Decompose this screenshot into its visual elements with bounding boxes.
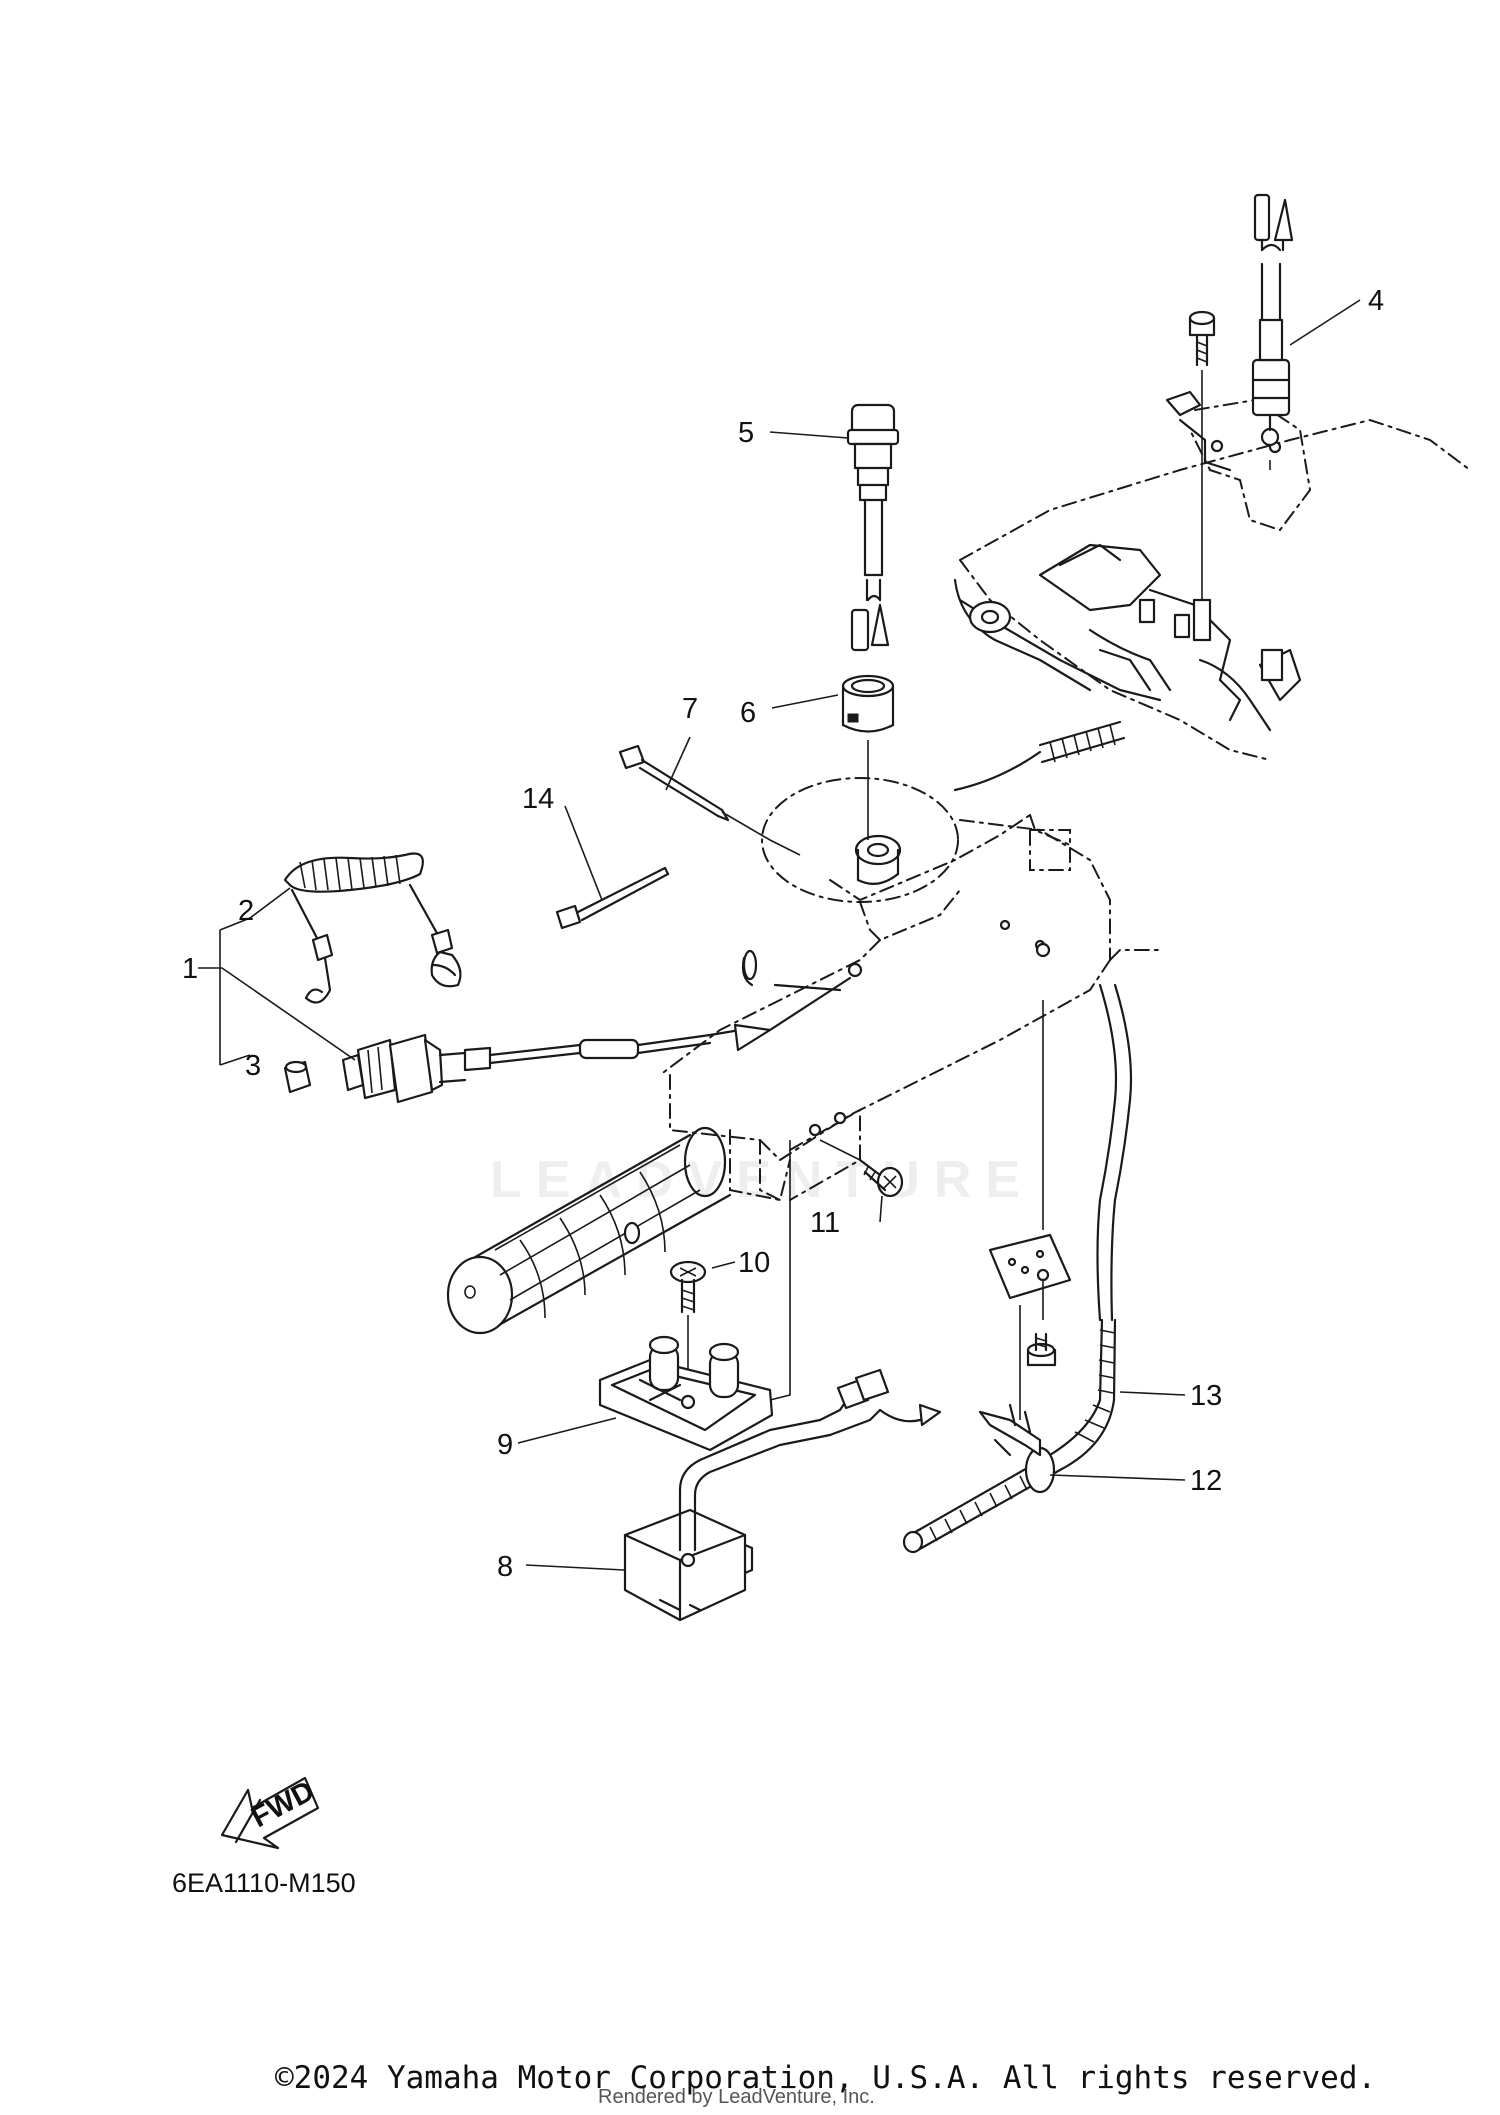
- part-3-cap: [283, 1060, 312, 1094]
- callout-9: 9: [497, 1429, 513, 1461]
- callout-11: 11: [810, 1207, 840, 1239]
- part-6-grommet: [841, 674, 895, 840]
- throttle-grip: [446, 1126, 732, 1335]
- callout-3: 3: [245, 1050, 261, 1082]
- callout-4: 4: [1368, 285, 1384, 317]
- rendered-by-notice: Rendered by LeadVenture, Inc.: [598, 2086, 875, 2108]
- part-8-unit: [623, 1368, 942, 1622]
- callout-10: 10: [738, 1247, 770, 1279]
- part-11-screw: [819, 1139, 904, 1198]
- part-2-lanyard: [283, 852, 462, 1004]
- leader-lines: [198, 299, 1361, 1571]
- callout-14: 14: [522, 783, 554, 815]
- callout-1: 1: [182, 953, 198, 985]
- throttle-rod: [953, 720, 1126, 792]
- callout-6: 6: [740, 697, 756, 729]
- callout-8: 8: [497, 1551, 513, 1583]
- fwd-direction-arrow: FWD: [220, 1775, 320, 1850]
- callout-5: 5: [738, 417, 754, 449]
- bottom-cowling-outline: [953, 418, 1471, 761]
- callout-7: 7: [682, 693, 698, 725]
- part-9-holder: [598, 1140, 791, 1452]
- part-12-13-hose-and-clamp: [902, 942, 1133, 1554]
- figure-code: 6EA1110-M150: [172, 1868, 356, 1898]
- callout-13: 13: [1190, 1380, 1222, 1412]
- part-14-cable-tie: [555, 866, 670, 930]
- steering-handle-outline: [659, 777, 1161, 1202]
- callout-2: 2: [238, 895, 254, 927]
- copyright-notice: ©2024 Yamaha Motor Corporation, U.S.A. A…: [275, 2060, 1377, 2096]
- part-7-cable-tie: [618, 744, 801, 856]
- part-1-engine-stop-switch: [341, 949, 852, 1104]
- part-5-stop-switch: [846, 403, 900, 652]
- callout-12: 12: [1190, 1465, 1222, 1497]
- part-4-switch-assembly: [1165, 193, 1312, 642]
- callout-numbers: 1 2 3 4 5 6 7 8 9 10 11 12 13 14: [182, 285, 1384, 1583]
